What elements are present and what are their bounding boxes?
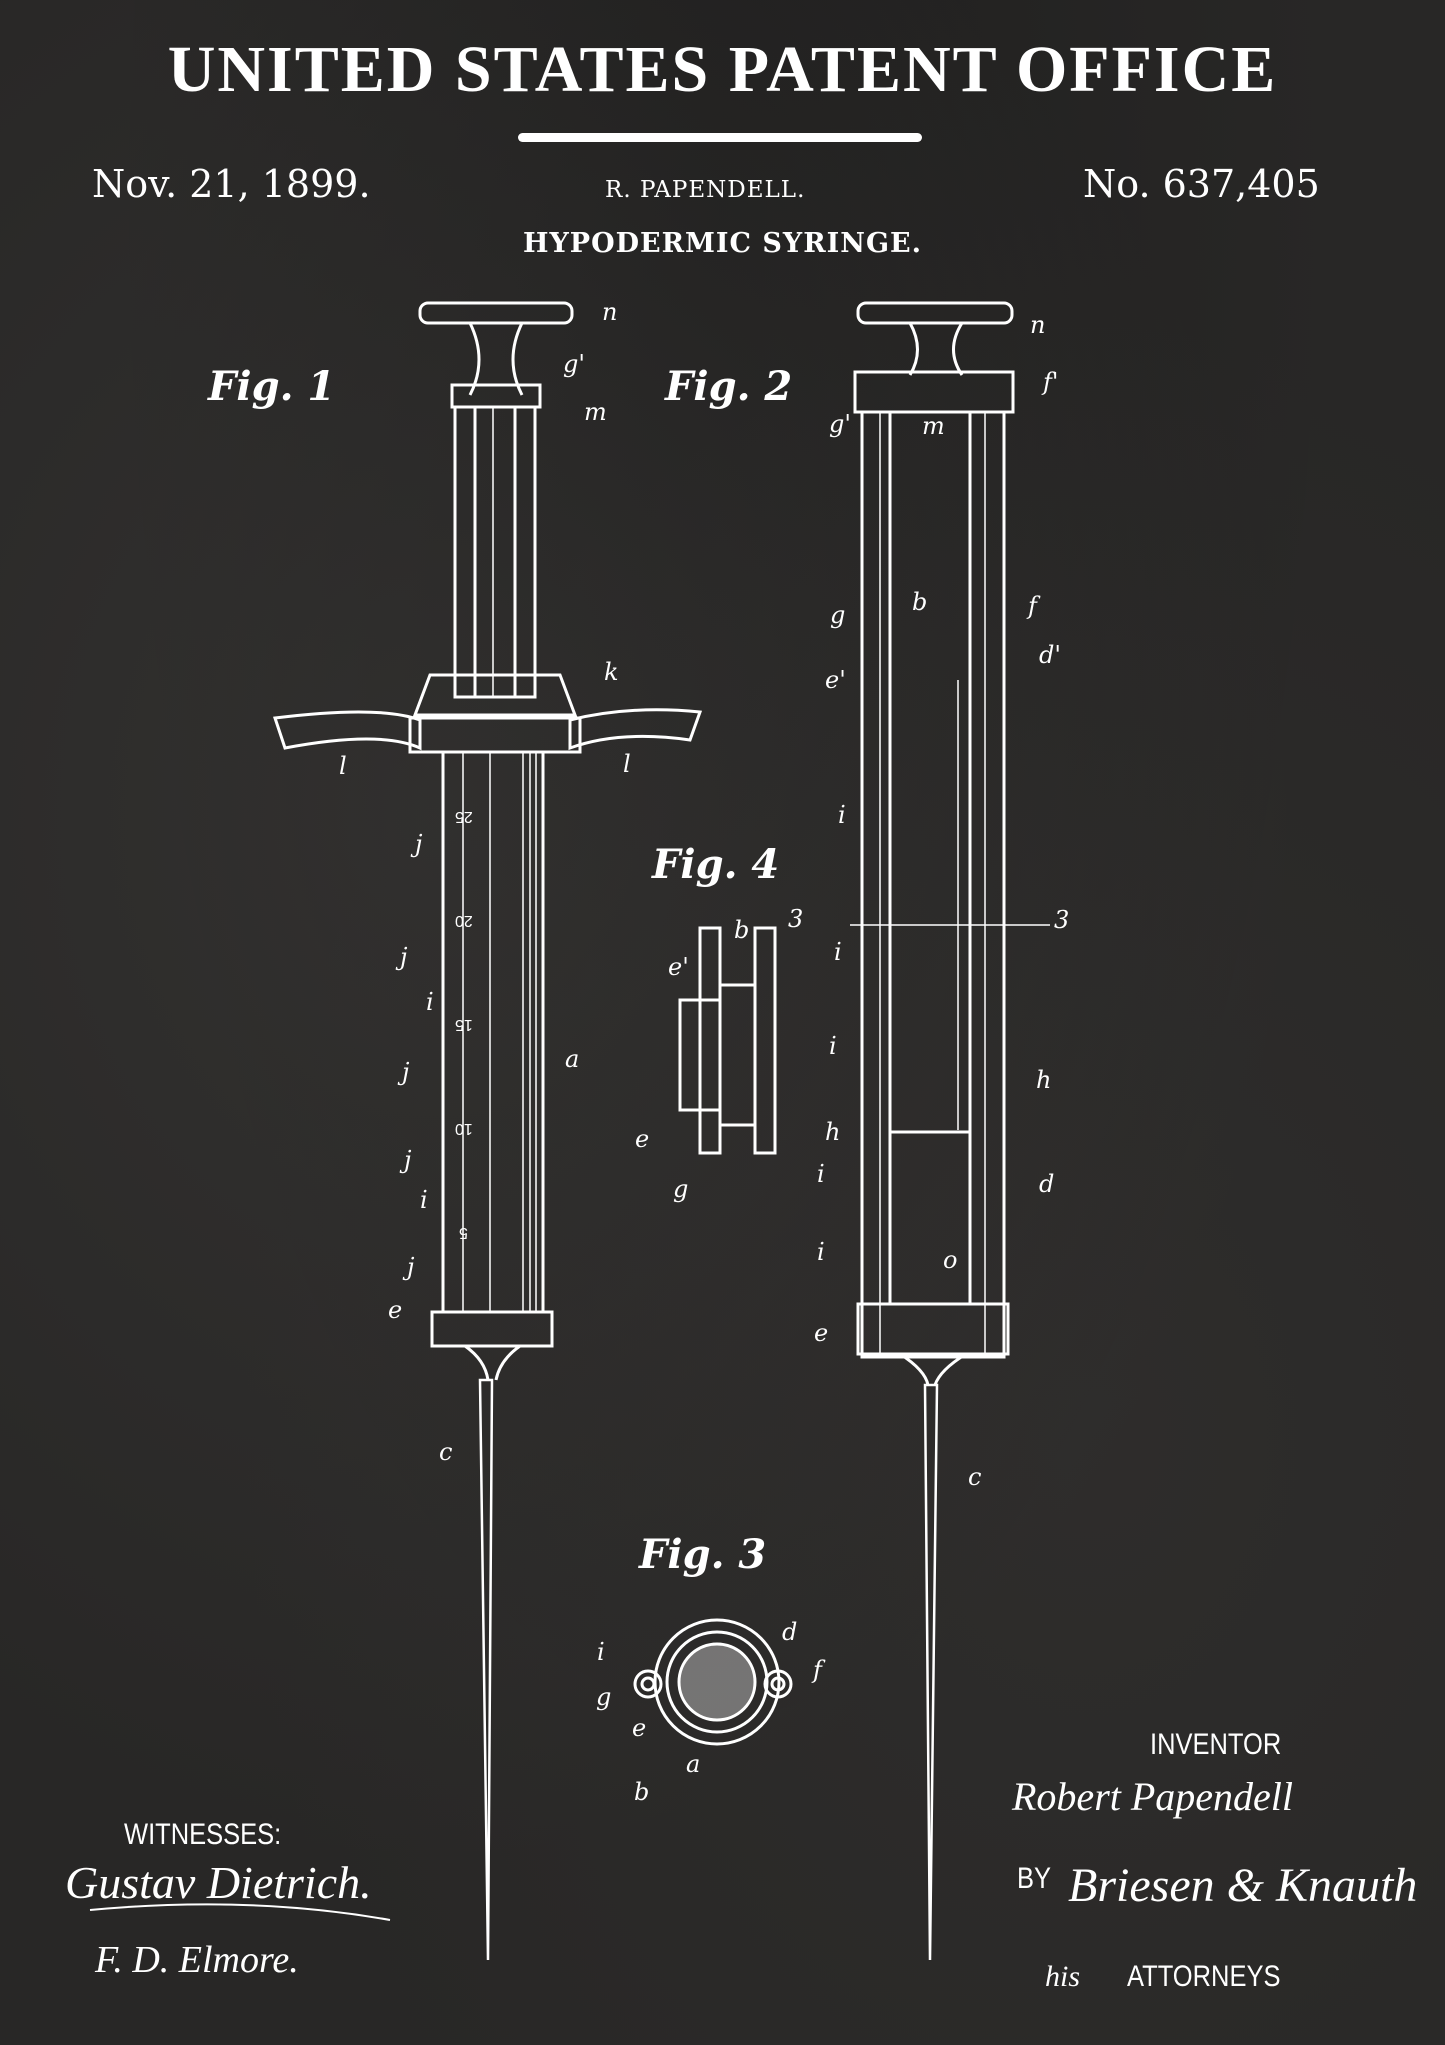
invention-title: HYPODERMIC SYRINGE. — [522, 228, 922, 259]
part-label: i — [420, 1186, 428, 1214]
part-label: b — [634, 1778, 650, 1806]
part-label: l — [339, 752, 347, 780]
part-label: e' — [825, 666, 846, 694]
part-label: f — [1028, 592, 1037, 620]
inventor-name: R. PAPENDELL. — [605, 177, 806, 203]
scale-mark: 10 — [455, 1120, 473, 1137]
fig3-label: Fig. 3 — [639, 1531, 767, 1578]
part-label: g — [673, 1175, 689, 1203]
part-label: j — [402, 1058, 410, 1086]
part-label: m — [922, 412, 945, 440]
part-label: b — [912, 588, 928, 616]
part-label: i — [426, 988, 434, 1016]
fig4-label: Fig. 4 — [652, 841, 780, 888]
his-label: his — [1045, 1960, 1081, 1993]
part-label: d — [782, 1618, 798, 1646]
fig2-syringe — [850, 301, 1050, 1961]
part-label: e — [635, 1125, 650, 1153]
part-label: h — [825, 1118, 841, 1146]
part-label: n — [602, 298, 618, 326]
by-label: BY — [1017, 1862, 1052, 1895]
part-label: a — [565, 1045, 580, 1073]
part-label: i — [838, 801, 846, 829]
part-label: d — [1039, 1170, 1055, 1198]
witnesses-label: WITNESSES: — [124, 1818, 282, 1851]
attorneys-label: ATTORNEYS — [1127, 1960, 1281, 1993]
part-label: l — [623, 750, 631, 778]
part-label: i — [834, 938, 842, 966]
part-label: 3 — [1054, 906, 1070, 934]
witness-signature-1: Gustav Dietrich. — [65, 1857, 372, 1908]
patent-number: No. 637,405 — [1083, 162, 1320, 206]
fig4-detail — [678, 926, 777, 1155]
scale-mark: 15 — [455, 1016, 473, 1033]
part-label: g' — [829, 410, 851, 438]
part-label: 3 — [788, 905, 804, 933]
part-label: g — [830, 601, 846, 629]
part-label: c — [439, 1438, 453, 1466]
part-label: h — [1036, 1066, 1052, 1094]
part-label: a — [686, 1750, 701, 1778]
part-label: k — [604, 658, 619, 686]
part-label: b — [734, 916, 750, 944]
fig2-label: Fig. 2 — [665, 363, 793, 410]
part-label: e' — [668, 953, 689, 981]
fig1-label: Fig. 1 — [208, 363, 336, 410]
patent-date: Nov. 21, 1899. — [92, 162, 371, 206]
part-label: f — [813, 1656, 822, 1684]
part-label: i — [829, 1032, 837, 1060]
part-label: j — [415, 830, 423, 858]
fig3-cross-section — [633, 1618, 793, 1746]
scale-mark: 20 — [455, 912, 473, 929]
fig1-syringe — [272, 301, 703, 1961]
inventor-label: INVENTOR — [1150, 1728, 1282, 1761]
part-label: n — [1030, 311, 1046, 339]
scale-mark: 25 — [455, 808, 473, 825]
part-label: f' — [1043, 368, 1059, 396]
inventor-signature: Robert Papendell — [1012, 1774, 1294, 1819]
part-label: j — [404, 1146, 412, 1174]
part-label: i — [597, 1638, 605, 1666]
part-label: j — [400, 943, 408, 971]
part-label: g' — [563, 350, 585, 378]
attorney-signature: Briesen & Knauth — [1068, 1859, 1418, 1912]
part-label: d' — [1039, 641, 1061, 669]
part-label: o — [943, 1246, 958, 1274]
part-label: e — [388, 1296, 403, 1324]
part-label: i — [817, 1238, 825, 1266]
page-title: UNITED STATES PATENT OFFICE — [167, 33, 1278, 106]
part-label: e — [814, 1319, 829, 1347]
part-label: m — [584, 398, 607, 426]
witness-signature-2: F. D. Elmore. — [95, 1939, 299, 1981]
part-label: j — [407, 1253, 415, 1281]
title-divider — [518, 133, 922, 142]
scale-mark: 5 — [459, 1224, 468, 1241]
part-label: e — [632, 1714, 647, 1742]
part-label: g — [596, 1683, 612, 1711]
part-label: i — [817, 1160, 825, 1188]
part-label: c — [968, 1463, 982, 1491]
